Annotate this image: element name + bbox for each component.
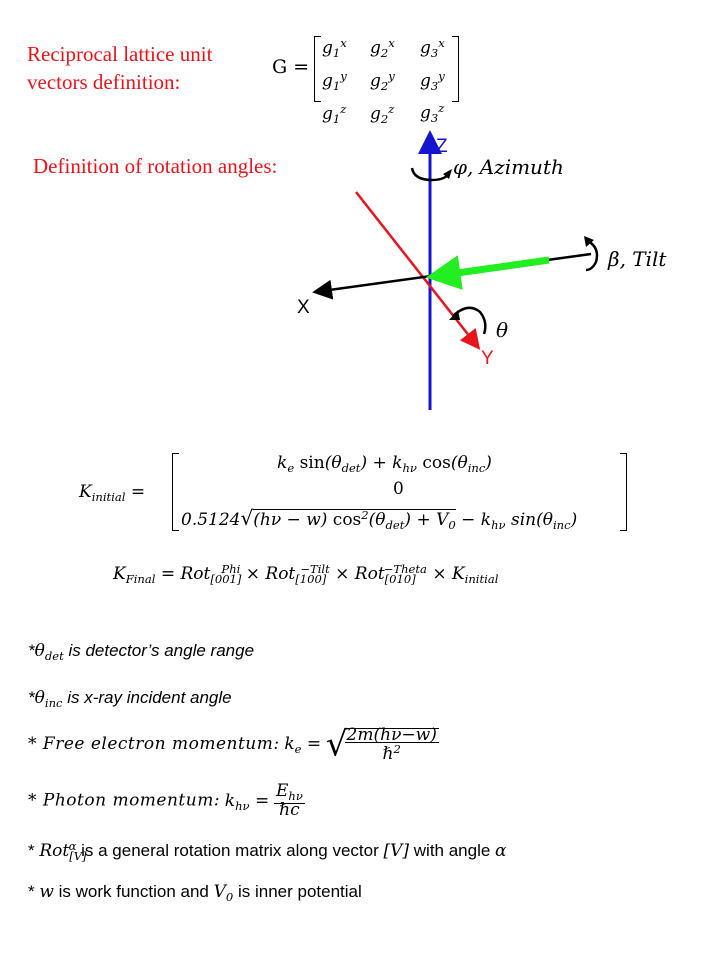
x-axis-label: X (297, 297, 310, 318)
g1z: g1z (322, 101, 347, 126)
note-rotation-matrix: * Rot[V]α is a general rotation matrix a… (28, 839, 507, 863)
g2y: g2y (370, 68, 395, 93)
reciprocal-matrix: g1x g2x g3x g1y g2y g3y g1z g2z g3z (322, 32, 445, 130)
note-theta-det-text: is detector’s angle range (63, 641, 255, 660)
k-initial-lhs: Kinitial = (79, 482, 146, 505)
k-initial-row1: ke sin(θdet) + khν cos(θinc) (277, 453, 492, 476)
note-work-function: * w is work function and V0 is inner pot… (28, 882, 362, 905)
note-photon-label: * Photon momentum: (28, 790, 221, 811)
note-free-electron-label: * Free electron momentum: (28, 733, 280, 754)
note-theta-det: *θdet is detector’s angle range (28, 641, 255, 664)
note-work-text1: is work function and (53, 882, 214, 901)
matrix-left-bracket (314, 36, 321, 102)
theta-label: θ (496, 318, 509, 342)
lattice-title: Reciprocal lattice unit vectors definiti… (27, 40, 212, 96)
note-free-electron: * Free electron momentum: ke = √2m(hν−w)… (28, 724, 439, 765)
g3x: g3x (420, 36, 445, 60)
matrix-row-z: g1z g2z g3z (322, 98, 445, 131)
theta-arrowhead (449, 310, 460, 320)
k-initial-row2: 0 (393, 479, 404, 499)
g2x: g2x (370, 36, 395, 60)
matrix-right-bracket (452, 36, 459, 102)
g3y: g3y (420, 68, 445, 93)
k-initial-right-bracket (620, 453, 627, 531)
k-final-formula: KFinal = Rot[001]Phi × Rot[100]−Tilt × R… (113, 562, 499, 586)
beta-rotation-arc (585, 239, 599, 272)
k-initial-row3: 0.5124√(hν − w) cos2(θdet) + V0 − khν si… (181, 506, 578, 533)
note-work-star: * (28, 882, 40, 901)
lattice-title-line1: Reciprocal lattice unit (27, 42, 213, 66)
note-work-text2: is inner potential (233, 882, 362, 901)
z-axis-label: Z (436, 136, 448, 157)
theta-rotation-arc (452, 306, 487, 335)
g1x: g1x (322, 36, 347, 60)
beta-arrowhead (584, 236, 594, 247)
g3z: g3z (420, 101, 445, 126)
phi-label: φ, Azimuth (453, 155, 564, 179)
matrix-lhs: G = (272, 56, 309, 78)
phi-arrowhead (443, 169, 452, 179)
incident-beam (425, 255, 550, 290)
note-theta-inc-text: is x-ray incident angle (62, 688, 232, 707)
matrix-row-x: g1x g2x g3x (322, 32, 445, 65)
matrix-lhs-text: G = (272, 56, 310, 78)
y-axis-label: Y (481, 348, 494, 369)
note-theta-inc: *θinc is x-ray incident angle (28, 688, 232, 711)
g1y: g1y (322, 68, 347, 93)
rotation-title: Definition of rotation angles: (33, 154, 278, 178)
k-initial-left-bracket (172, 453, 179, 531)
beta-label: β, Tilt (608, 247, 667, 271)
matrix-row-y: g1y g2y g3y (322, 65, 445, 98)
lattice-title-line2: vectors definition: (27, 70, 181, 94)
note-rotation-text2: with angle (409, 840, 496, 860)
g2z: g2z (370, 101, 395, 126)
note-rotation-text: is a general rotation matrix along vecto… (76, 840, 384, 860)
